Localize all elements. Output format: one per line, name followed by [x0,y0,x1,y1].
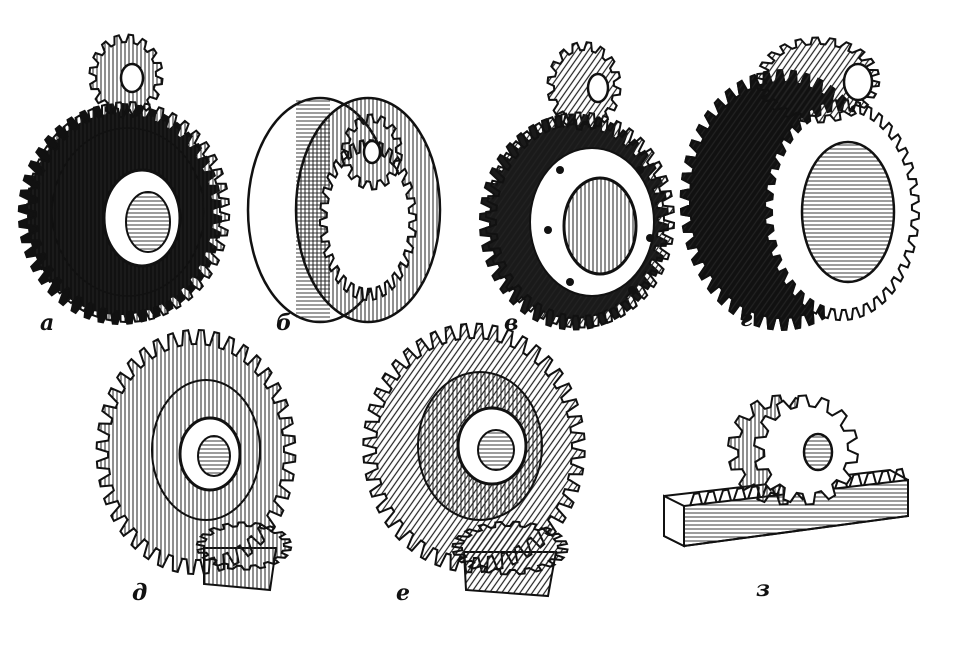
helical-gear-pair-icon [478,41,676,331]
caption-b: б [276,310,292,336]
internal-gear-pair-icon [246,96,442,324]
caption-z: з [756,576,771,602]
caption-a: а [40,310,55,336]
caption-d: д [132,580,148,606]
herringbone-gear-pair-icon [679,36,921,331]
straight-bevel-gear-pair-icon [95,328,297,592]
rack-and-pinion-icon [663,394,909,548]
caption-e: е [396,580,410,606]
spur-gear-pair-icon [17,33,231,326]
spiral-bevel-gear-pair-icon [362,322,586,598]
caption-g: г [740,306,753,332]
caption-v: в [504,310,519,336]
